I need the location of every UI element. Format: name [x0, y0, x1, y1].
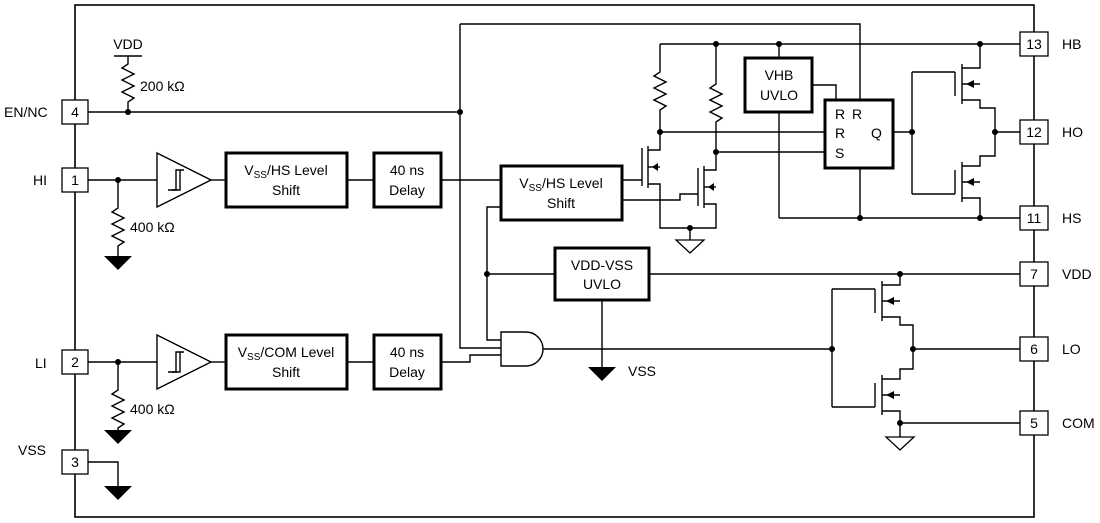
pin-en-nc-number: 4	[71, 104, 79, 120]
hi-ground-icon	[104, 256, 132, 270]
svg-text:40 ns: 40 ns	[390, 344, 424, 360]
low-side-driver	[831, 274, 914, 423]
and-gate	[500, 331, 544, 367]
vss-internal-ground-icon	[588, 367, 616, 381]
pin-com-number: 5	[1030, 415, 1038, 431]
vdd-pullup: VDD 200 kΩ	[113, 36, 185, 112]
vss-internal-label: VSS	[628, 363, 656, 379]
rs-latch-block: R R R S Q	[823, 98, 895, 170]
pin-vdd-number: 7	[1030, 266, 1038, 282]
svg-text:R: R	[835, 106, 845, 122]
svg-text:R: R	[835, 125, 845, 141]
pin-li-name: LI	[35, 355, 47, 371]
pin-hs: 11 HS	[1019, 205, 1081, 231]
level-shift-nmos-1	[622, 132, 690, 229]
li-ground-icon	[104, 430, 132, 444]
li-pulldown-label: 400 kΩ	[130, 401, 175, 417]
pin-vdd-name: VDD	[1062, 266, 1092, 282]
svg-text:VHB: VHB	[765, 67, 794, 83]
pin-li-number: 2	[71, 354, 79, 370]
svg-text:Shift: Shift	[272, 182, 300, 198]
pin-ho: 12 HO	[1019, 119, 1083, 145]
svg-text:Shift: Shift	[272, 364, 300, 380]
pin-vdd: 7 VDD	[1019, 261, 1092, 287]
svg-text:Shift: Shift	[547, 195, 575, 211]
pin-hs-name: HS	[1062, 210, 1081, 226]
level-shift-nmos-2	[622, 152, 717, 229]
vss-ground-icon	[104, 486, 132, 500]
level-shift-signal-ground-icon	[674, 239, 706, 254]
hi-delay-block: 40 ns Delay	[372, 151, 443, 209]
svg-text:R: R	[852, 106, 862, 122]
svg-text:40 ns: 40 ns	[390, 162, 424, 178]
svg-text:VDD-VSS: VDD-VSS	[571, 257, 633, 273]
pin-lo-name: LO	[1062, 341, 1081, 357]
pin-com-name: COM	[1062, 415, 1095, 431]
pin-hi-number: 1	[71, 172, 79, 188]
vhb-uvlo-block: VHB UVLO	[743, 56, 814, 114]
pin-hs-number: 11	[1027, 210, 1042, 226]
svg-text:VSS/COM Level: VSS/COM Level	[238, 344, 335, 363]
pin-lo-number: 6	[1030, 341, 1038, 357]
mid-level-shift-block: VSS/HS Level Shift	[499, 164, 624, 222]
svg-text:UVLO: UVLO	[760, 87, 798, 103]
pin-hb-name: HB	[1062, 36, 1081, 52]
pin-hb-number: 13	[1026, 36, 1042, 52]
hi-schmitt-buffer	[156, 151, 213, 209]
pin-en-nc-name: EN/NC	[4, 104, 48, 120]
pin-ho-name: HO	[1062, 124, 1083, 140]
pin-vss-number: 3	[71, 454, 79, 470]
li-level-shift-block: VSS/COM Level Shift	[224, 333, 349, 391]
hi-pulldown-label: 400 kΩ	[130, 219, 175, 235]
vdd-supply-label: VDD	[113, 36, 143, 52]
hi-level-shift-block: VSS/HS Level Shift	[224, 151, 349, 209]
li-delay-block: 40 ns Delay	[372, 333, 443, 391]
pin-li: LI 2	[35, 349, 89, 375]
li-schmitt-buffer	[156, 333, 213, 391]
svg-text:S: S	[835, 145, 844, 161]
pin-hi: HI 1	[33, 167, 89, 193]
pin-lo: 6 LO	[1019, 336, 1081, 362]
pin-hi-name: HI	[33, 172, 47, 188]
svg-text:UVLO: UVLO	[583, 276, 621, 292]
svg-text:VSS/HS Level: VSS/HS Level	[244, 162, 327, 181]
pin-hb: 13 HB	[1019, 31, 1081, 57]
vdd-vss-uvlo-block: VDD-VSS UVLO	[553, 246, 651, 302]
svg-text:Delay: Delay	[389, 364, 425, 380]
svg-text:VSS/HS Level: VSS/HS Level	[519, 175, 602, 194]
svg-text:Q: Q	[871, 125, 882, 141]
pin-vss: VSS 3	[18, 442, 89, 475]
pin-com: 5 COM	[1019, 410, 1095, 436]
pin-en-nc: EN/NC 4	[4, 99, 89, 125]
pullup-resistor-label: 200 kΩ	[140, 78, 185, 94]
pin-vss-name: VSS	[18, 442, 46, 458]
pin-ho-number: 12	[1026, 124, 1042, 140]
high-side-driver	[911, 44, 996, 218]
device-outline	[74, 4, 1035, 518]
com-signal-ground-icon	[884, 436, 916, 451]
svg-text:Delay: Delay	[389, 182, 425, 198]
